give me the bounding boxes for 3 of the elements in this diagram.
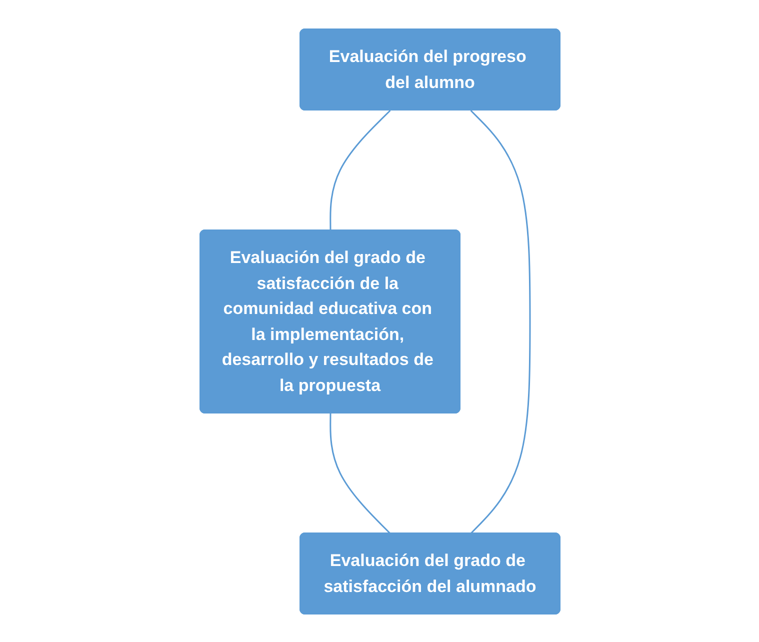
connector — [329, 109, 390, 230]
connector — [329, 413, 390, 534]
connector — [470, 109, 530, 534]
